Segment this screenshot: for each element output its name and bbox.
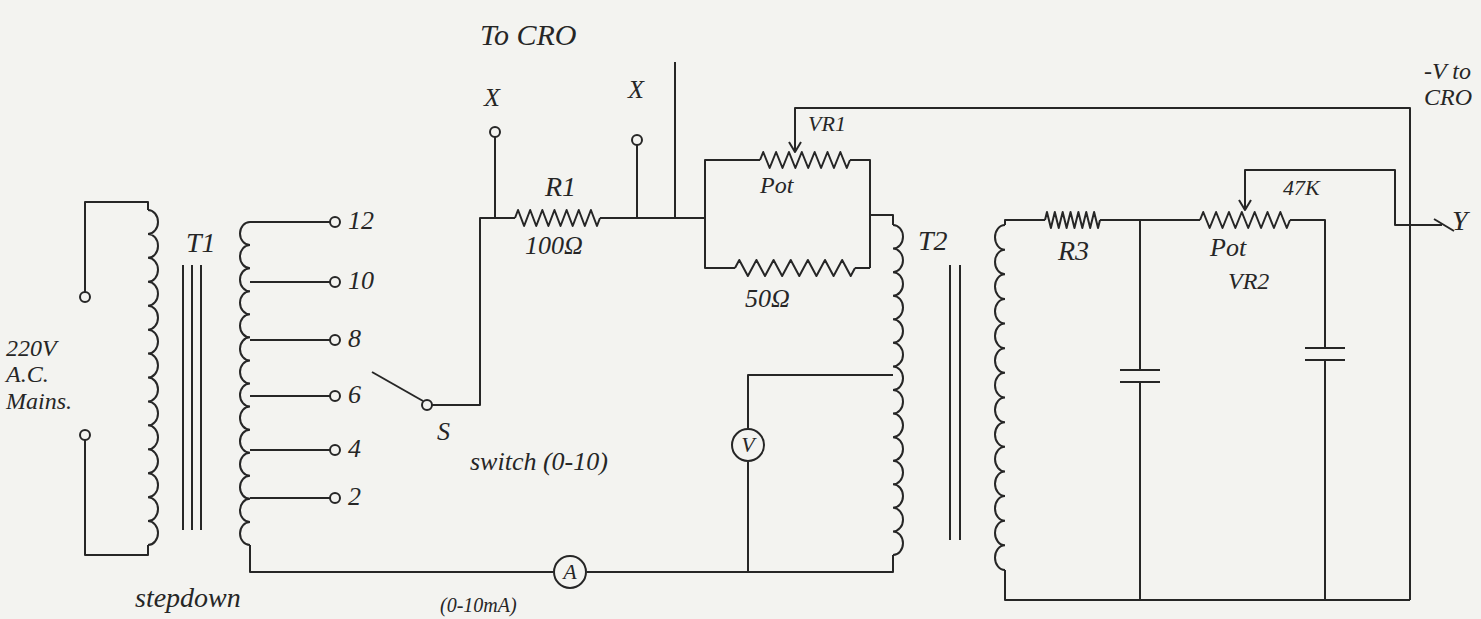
wire	[85, 202, 148, 292]
arrow-head	[1239, 200, 1251, 210]
switch-arm	[372, 372, 423, 401]
wire	[748, 375, 893, 428]
terminal	[330, 391, 340, 401]
tap-lead	[250, 221, 330, 223]
signal-name: Y	[1452, 206, 1468, 237]
terminal	[490, 127, 500, 137]
wire	[250, 545, 553, 572]
tap-number: 6	[348, 381, 361, 410]
tap-lead	[250, 497, 330, 499]
potentiometer-symbol	[1200, 212, 1290, 228]
component-label: R3	[1058, 236, 1089, 267]
terminal	[330, 217, 340, 227]
component-label: R1	[545, 172, 576, 203]
meter-wire	[587, 462, 748, 572]
wire	[1100, 219, 1200, 221]
wire	[494, 137, 496, 218]
tap-lead	[250, 281, 330, 283]
resistor-value: 100Ω	[525, 232, 583, 261]
ammeter-circle: A	[553, 555, 587, 589]
terminal	[330, 277, 340, 287]
wire	[1005, 220, 1045, 225]
note-label: 220V A.C. Mains.	[6, 335, 72, 414]
component-label: VR1	[808, 112, 846, 136]
coil-winding	[148, 210, 158, 545]
meter-letter: A	[563, 561, 576, 583]
wire	[600, 217, 705, 219]
resistor-value: 50Ω	[745, 285, 790, 314]
terminal	[330, 445, 340, 455]
pot-value: 47K	[1283, 176, 1320, 200]
transformer-core	[191, 265, 193, 530]
component-label: Pot	[760, 172, 793, 198]
coil-winding	[240, 222, 250, 545]
wiper-lead	[795, 108, 1410, 600]
wire	[1324, 360, 1326, 600]
terminal	[80, 292, 90, 302]
transformer-core	[959, 265, 961, 540]
note-label: (0-10mA)	[440, 594, 517, 616]
transformer-core	[182, 265, 184, 530]
wire	[1139, 220, 1141, 370]
wire	[705, 160, 760, 218]
wiper-lead	[1245, 170, 1442, 225]
coil-winding	[893, 225, 903, 555]
terminal	[80, 430, 90, 440]
cro-terminal-label: To CRO	[480, 18, 576, 51]
wire	[85, 440, 148, 555]
coil-winding	[995, 225, 1005, 570]
wire	[705, 218, 735, 268]
meter-letter: V	[741, 434, 754, 456]
resistor-symbol	[735, 260, 855, 276]
wire	[1290, 220, 1325, 348]
wire	[850, 160, 870, 268]
terminal	[330, 335, 340, 345]
terminal-mark: X	[628, 76, 644, 105]
capacitor-plate	[1120, 369, 1160, 371]
arrow-head	[789, 142, 801, 152]
terminal	[632, 135, 642, 145]
tap-number: 2	[348, 483, 361, 512]
output-label: -V to CRO	[1424, 58, 1472, 111]
terminal-mark: X	[484, 84, 500, 113]
note-label: S	[437, 418, 450, 447]
capacitor-plate	[1305, 347, 1345, 349]
tap-number: 12	[348, 207, 374, 236]
resistor-symbol	[515, 210, 600, 226]
wire	[855, 267, 870, 269]
component-label: VR2	[1228, 268, 1269, 294]
note-label: stepdown	[135, 583, 241, 614]
tap-lead	[250, 339, 330, 341]
tap-number: 4	[348, 435, 361, 464]
wire	[870, 215, 893, 225]
transformer-core	[949, 265, 951, 540]
wire	[1139, 382, 1141, 600]
wire	[748, 555, 893, 572]
tap-number: 10	[348, 267, 374, 296]
tap-number: 8	[348, 325, 361, 354]
wire	[1005, 570, 1410, 600]
transformer-label: T2	[918, 226, 948, 257]
arrow-head	[1434, 219, 1454, 231]
resistor-symbol	[1045, 212, 1100, 228]
note-label: switch (0-10)	[470, 448, 608, 477]
wire	[674, 62, 676, 218]
wire	[636, 145, 638, 218]
wire	[432, 218, 515, 405]
component-label: Pot	[1210, 234, 1246, 263]
transformer-core	[200, 265, 202, 530]
tap-lead	[250, 449, 330, 451]
potentiometer-symbol	[760, 152, 850, 168]
voltmeter-circle: V	[731, 428, 765, 462]
terminal	[330, 493, 340, 503]
transformer-label: T1	[186, 228, 216, 259]
tap-lead	[250, 395, 330, 397]
terminal	[422, 400, 432, 410]
